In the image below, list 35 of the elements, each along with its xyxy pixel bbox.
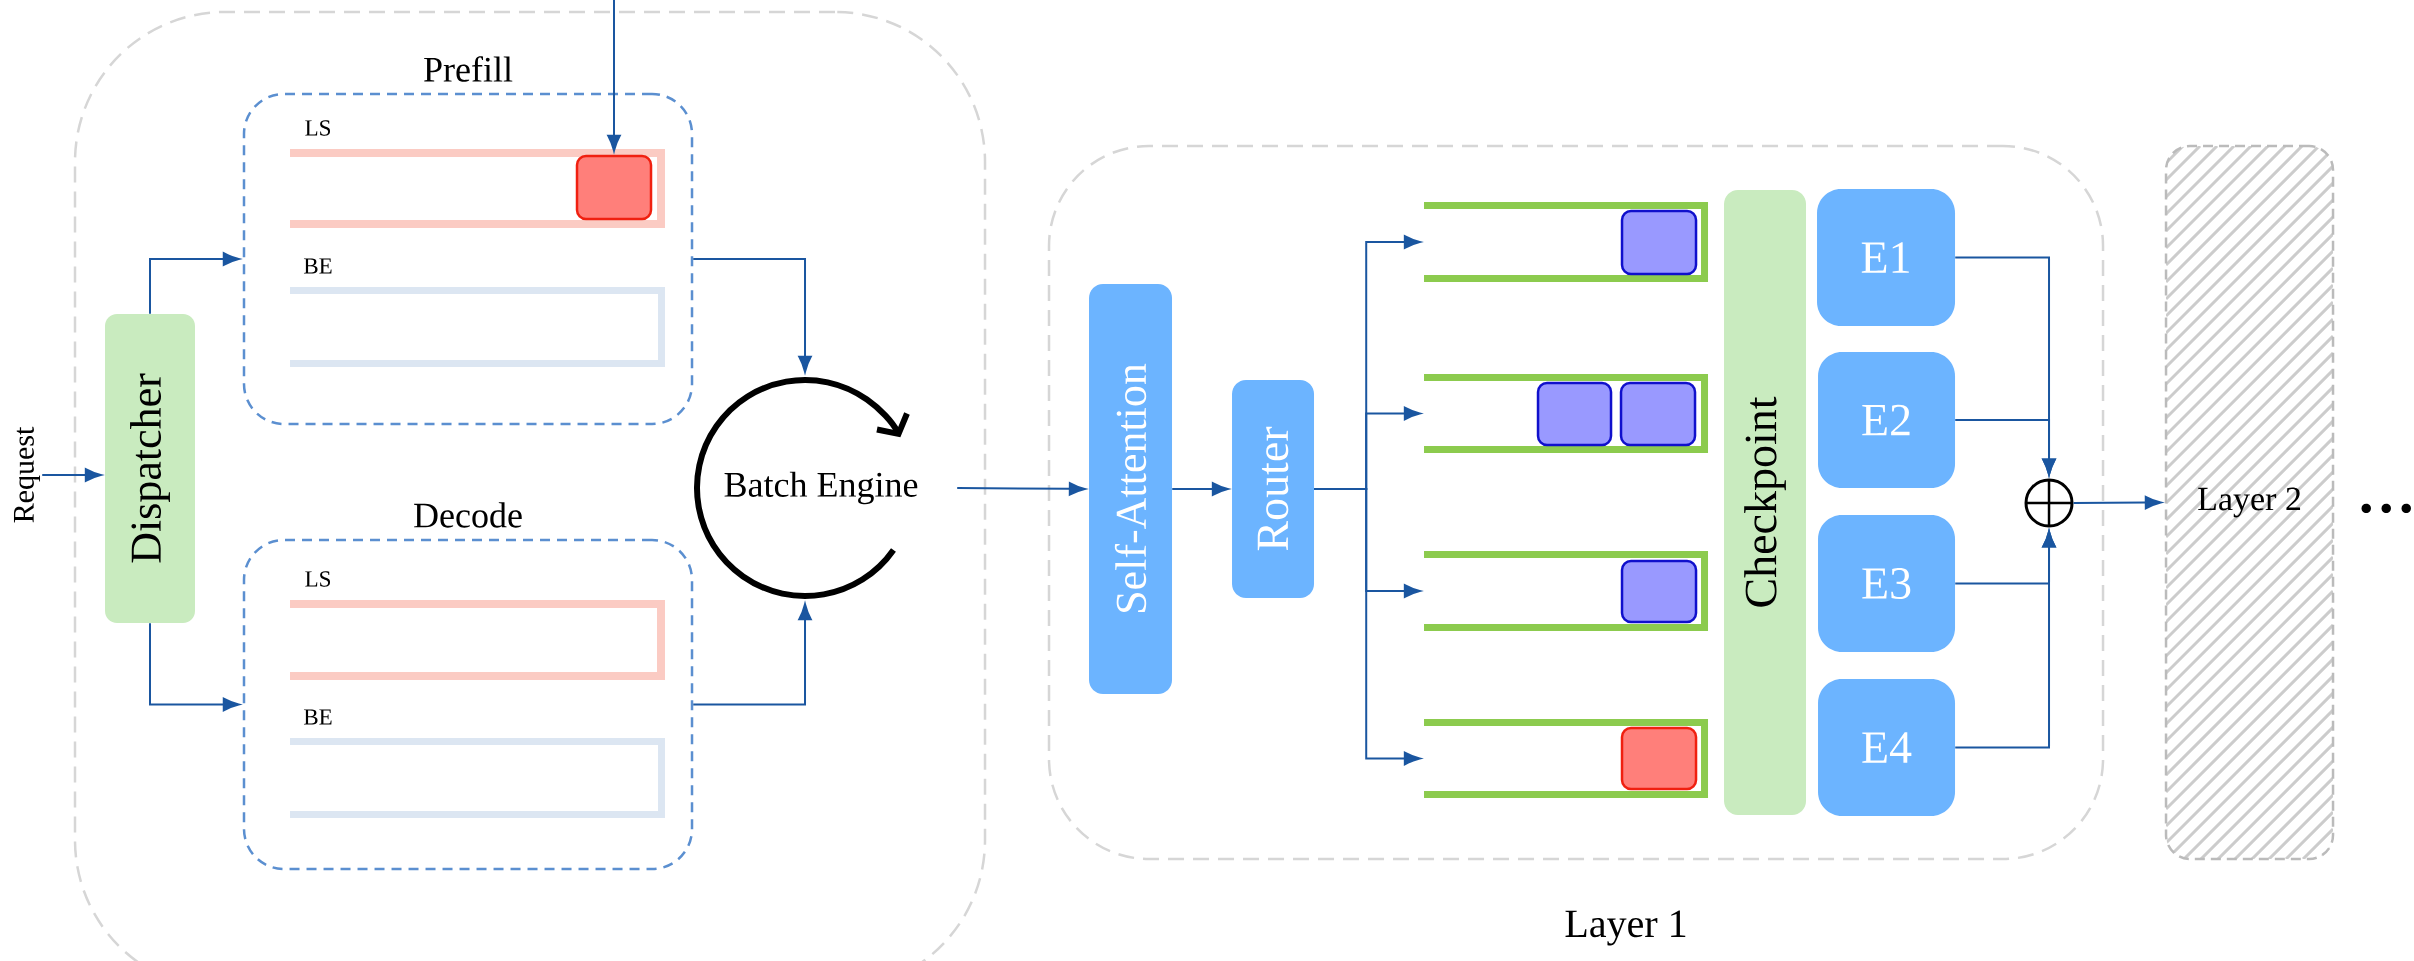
layer-block: Layer 2 <box>2164 144 2335 861</box>
queue-label: LS <box>305 120 330 136</box>
token-block <box>1620 726 1698 791</box>
expert-box: E2 <box>1818 352 1956 488</box>
group-frame <box>73 10 987 961</box>
stage-title: Prefill <box>424 56 513 82</box>
queue-label: BE <box>303 258 332 274</box>
process-box: Router <box>1232 380 1314 598</box>
expert-box: E3 <box>1818 515 1956 652</box>
arrow <box>607 0 621 152</box>
process-box: Self-Attention <box>1089 284 1172 694</box>
arrow <box>692 258 812 373</box>
process-box: Dispatcher <box>105 314 195 623</box>
token-block <box>1619 381 1697 447</box>
arrow <box>1954 419 2056 476</box>
arrow <box>692 603 812 706</box>
process-box: Checkpoint <box>1724 190 1807 815</box>
batch-engine-loop: Batch Engine <box>694 377 918 599</box>
token-block <box>575 154 653 221</box>
arrow <box>1171 482 1229 496</box>
arrow <box>149 252 240 315</box>
arrow <box>1954 530 2056 749</box>
queue-label: BE <box>303 709 332 725</box>
stage-title: Decode <box>414 502 522 528</box>
token-block <box>1536 381 1613 447</box>
input-label: Request <box>14 426 40 523</box>
group-title: Layer 1 <box>1565 910 1686 946</box>
sum-symbol <box>2024 478 2074 528</box>
expert-box: E4 <box>1818 679 1956 816</box>
arrow <box>41 468 102 482</box>
token-block <box>1620 209 1698 276</box>
queue-label: LS <box>305 571 330 587</box>
expert-box: E1 <box>1817 189 1956 326</box>
arrow <box>956 482 1086 496</box>
token-block <box>1620 559 1698 624</box>
